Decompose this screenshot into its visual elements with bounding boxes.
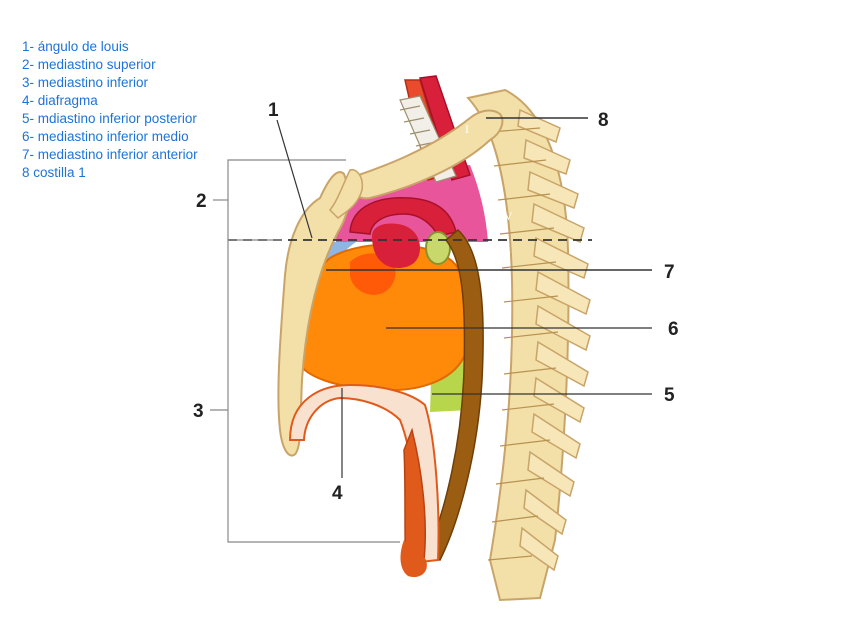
- vertebra-label-X: X: [484, 425, 493, 439]
- vertebra-label-XII: XII: [470, 502, 487, 516]
- legend-item-7: 7- mediastino inferior anterior: [22, 147, 198, 162]
- callout-3: 3: [193, 401, 204, 422]
- legend-item-1: 1- ángulo de louis: [22, 39, 129, 54]
- manubrium: [328, 168, 364, 219]
- legend-item-8: 8 costilla 1: [22, 165, 86, 180]
- first-rib: [348, 109, 504, 200]
- bracket-superior: [227, 159, 346, 240]
- callout-4: 4: [332, 483, 343, 504]
- legend-item-5: 5- mdiastino inferior posterior: [22, 111, 197, 126]
- callout-5: 5: [664, 385, 675, 406]
- vertebra-label-IV: IV: [500, 209, 513, 223]
- vertebral-column: [466, 88, 591, 602]
- vertebra-label-V: V: [502, 249, 511, 263]
- legend-item-6: 6- mediastino inferior medio: [22, 129, 189, 144]
- callout-7: 7: [664, 262, 675, 283]
- leader-1: [276, 119, 313, 239]
- callout-1: 1: [268, 100, 279, 121]
- bracket-inferior: [227, 239, 400, 543]
- legend-item-3: 3- mediastino inferior: [22, 75, 149, 90]
- legend-item-2: 2- mediastino superior: [22, 57, 156, 72]
- trachea-section: [425, 231, 451, 265]
- ascending-aorta: [372, 223, 420, 268]
- callout-8: 8: [598, 110, 609, 131]
- legend-list: 1- ángulo de louis 2- mediastino superio…: [22, 38, 198, 182]
- callout-6: 6: [668, 319, 679, 340]
- vertebra-label-I: I: [465, 122, 469, 136]
- callout-2: 2: [196, 191, 207, 212]
- legend-item-4: 4- diafragma: [22, 93, 98, 108]
- descending-aorta-end: [400, 540, 427, 578]
